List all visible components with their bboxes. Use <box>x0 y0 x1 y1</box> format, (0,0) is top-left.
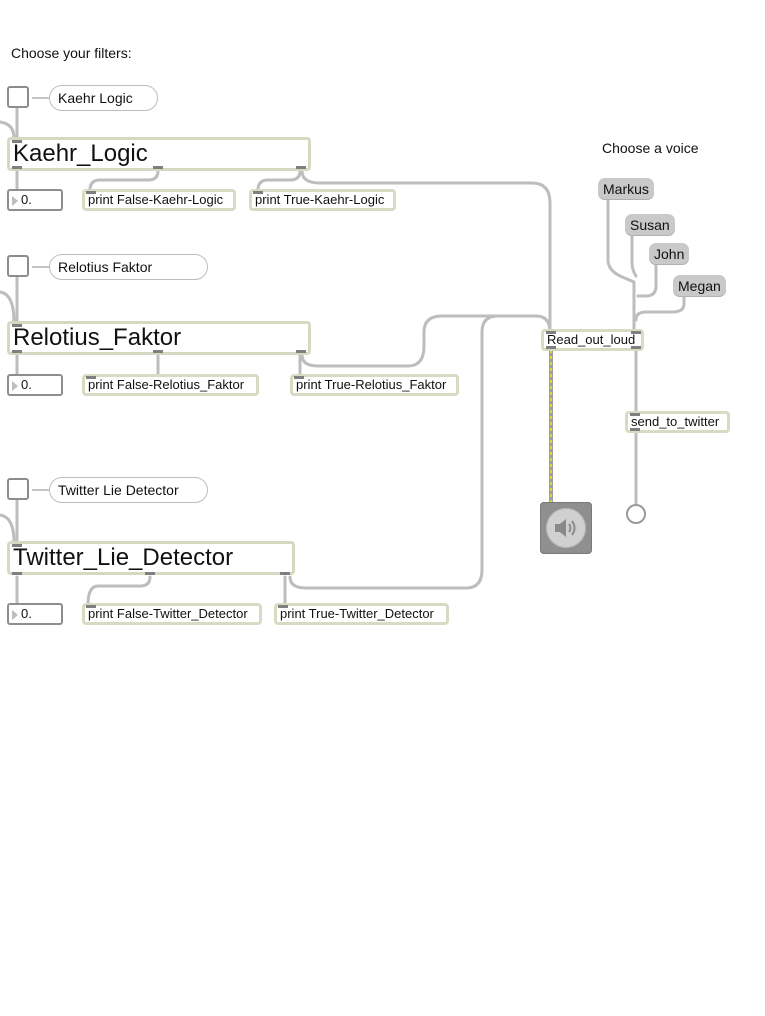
inlet[interactable] <box>253 191 263 194</box>
choose-filters-label: Choose your filters: <box>11 45 132 61</box>
kaehr-logic-object[interactable]: Kaehr_Logic <box>7 137 311 171</box>
relotius-faktor-toggle[interactable] <box>7 255 29 277</box>
outlet[interactable] <box>280 572 290 575</box>
inlet[interactable] <box>278 605 288 608</box>
print-false-twitter-detector[interactable]: print False-Twitter_Detector <box>82 603 262 625</box>
number-value: 0. <box>21 377 32 392</box>
twitter-lie-detector-number-box[interactable]: 0. <box>7 603 63 625</box>
inlet[interactable] <box>546 331 556 334</box>
inlet[interactable] <box>630 413 640 416</box>
relotius-faktor-comment: Relotius Faktor <box>49 254 208 280</box>
outlet[interactable] <box>12 350 22 353</box>
choose-voice-label: Choose a voice <box>602 140 699 156</box>
outlet[interactable] <box>546 346 556 349</box>
number-arrow-icon <box>12 381 18 391</box>
print-false-kaehr-logic[interactable]: print False-Kaehr-Logic <box>82 189 236 211</box>
relotius-faktor-number-box[interactable]: 0. <box>7 374 63 396</box>
voice-message-megan[interactable]: Megan <box>673 275 726 297</box>
outlet[interactable] <box>631 346 641 349</box>
outlet[interactable] <box>296 166 306 169</box>
bang-button-icon[interactable] <box>626 504 646 524</box>
comment-pointer <box>32 489 50 491</box>
kaehr-logic-toggle[interactable] <box>7 86 29 108</box>
inlet[interactable] <box>12 140 22 143</box>
print-true-relotius-faktor[interactable]: print True-Relotius_Faktor <box>290 374 459 396</box>
print-true-twitter-detector[interactable]: print True-Twitter_Detector <box>274 603 449 625</box>
outlet[interactable] <box>296 350 306 353</box>
send-to-twitter-object[interactable]: send_to_twitter <box>625 411 730 433</box>
kaehr-logic-number-box[interactable]: 0. <box>7 189 63 211</box>
voice-message-markus[interactable]: Markus <box>598 178 654 200</box>
outlet[interactable] <box>12 166 22 169</box>
inlet[interactable] <box>631 331 641 334</box>
outlet[interactable] <box>153 166 163 169</box>
number-value: 0. <box>21 606 32 621</box>
inlet[interactable] <box>12 544 22 547</box>
outlet[interactable] <box>12 572 22 575</box>
comment-pointer <box>32 97 50 99</box>
twitter-lie-detector-comment: Twitter Lie Detector <box>49 477 208 503</box>
voice-message-susan[interactable]: Susan <box>625 214 675 236</box>
outlet[interactable] <box>145 572 155 575</box>
twitter-lie-detector-toggle[interactable] <box>7 478 29 500</box>
twitter-lie-detector-object[interactable]: Twitter_Lie_Detector <box>7 541 295 575</box>
outlet[interactable] <box>630 428 640 431</box>
number-arrow-icon <box>12 610 18 620</box>
voice-message-john[interactable]: John <box>649 243 690 265</box>
kaehr-logic-comment: Kaehr Logic <box>49 85 158 111</box>
outlet[interactable] <box>153 350 163 353</box>
print-true-kaehr-logic[interactable]: print True-Kaehr-Logic <box>249 189 396 211</box>
inlet[interactable] <box>86 605 96 608</box>
number-arrow-icon <box>12 196 18 206</box>
inlet[interactable] <box>294 376 304 379</box>
inlet[interactable] <box>86 191 96 194</box>
inlet[interactable] <box>86 376 96 379</box>
relotius-faktor-object[interactable]: Relotius_Faktor <box>7 321 311 355</box>
inlet[interactable] <box>12 324 22 327</box>
read-out-loud-object[interactable]: Read_out_loud <box>541 329 644 351</box>
speaker-icon[interactable] <box>540 502 592 554</box>
print-false-relotius-faktor[interactable]: print False-Relotius_Faktor <box>82 374 259 396</box>
number-value: 0. <box>21 192 32 207</box>
comment-pointer <box>32 266 50 268</box>
